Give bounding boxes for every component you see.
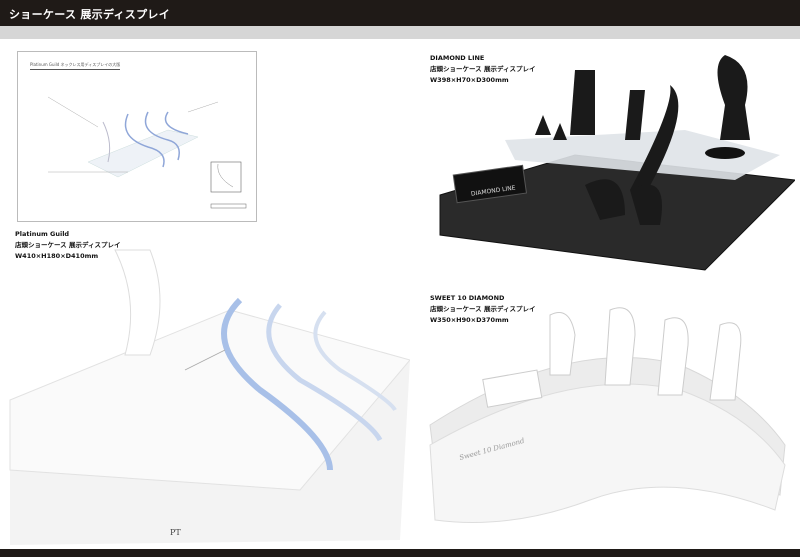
product-type: 店頭ショーケース 展示ディスプレイ [430, 305, 536, 313]
drawing-title: Platinum Guild ネックレス用ディスプレイの大版 [30, 62, 121, 70]
sweet-10-display-photo: Sweet 10 Diamond [429, 307, 786, 523]
product-name: Platinum Guild [15, 230, 70, 238]
product-type: 店頭ショーケース 展示ディスプレイ [15, 241, 121, 249]
footer-bar [0, 549, 800, 557]
product-size: W410×H180×D410mm [15, 252, 99, 260]
product-caption-diamond-line: DIAMOND LINE 店頭ショーケース 展示ディスプレイ W398×H70×… [430, 53, 535, 86]
product-caption-sweet-10: SWEET 10 DIAMOND 店頭ショーケース 展示ディスプレイ W350×… [430, 293, 535, 326]
platinum-logo: PT [170, 528, 181, 537]
product-caption-platinum: Platinum Guild 店頭ショーケース 展示ディスプレイ W410×H1… [15, 229, 120, 262]
drawing-illustration [47, 96, 247, 209]
diamond-line-display-photo: DIAMOND LINE [439, 55, 795, 271]
product-size: W350×H90×D370mm [430, 316, 509, 324]
header-strip [0, 26, 800, 39]
product-name: SWEET 10 DIAMOND [430, 294, 505, 302]
product-name: DIAMOND LINE [430, 54, 485, 62]
page-title: ショーケース 展示ディスプレイ [9, 8, 171, 21]
product-type: 店頭ショーケース 展示ディスプレイ [430, 65, 536, 73]
platinum-display-photo: PT [9, 249, 410, 545]
technical-drawing: Platinum Guild ネックレス用ディスプレイの大版 [17, 51, 257, 222]
header-bar: ショーケース 展示ディスプレイ [0, 0, 800, 26]
product-size: W398×H70×D300mm [430, 76, 509, 84]
